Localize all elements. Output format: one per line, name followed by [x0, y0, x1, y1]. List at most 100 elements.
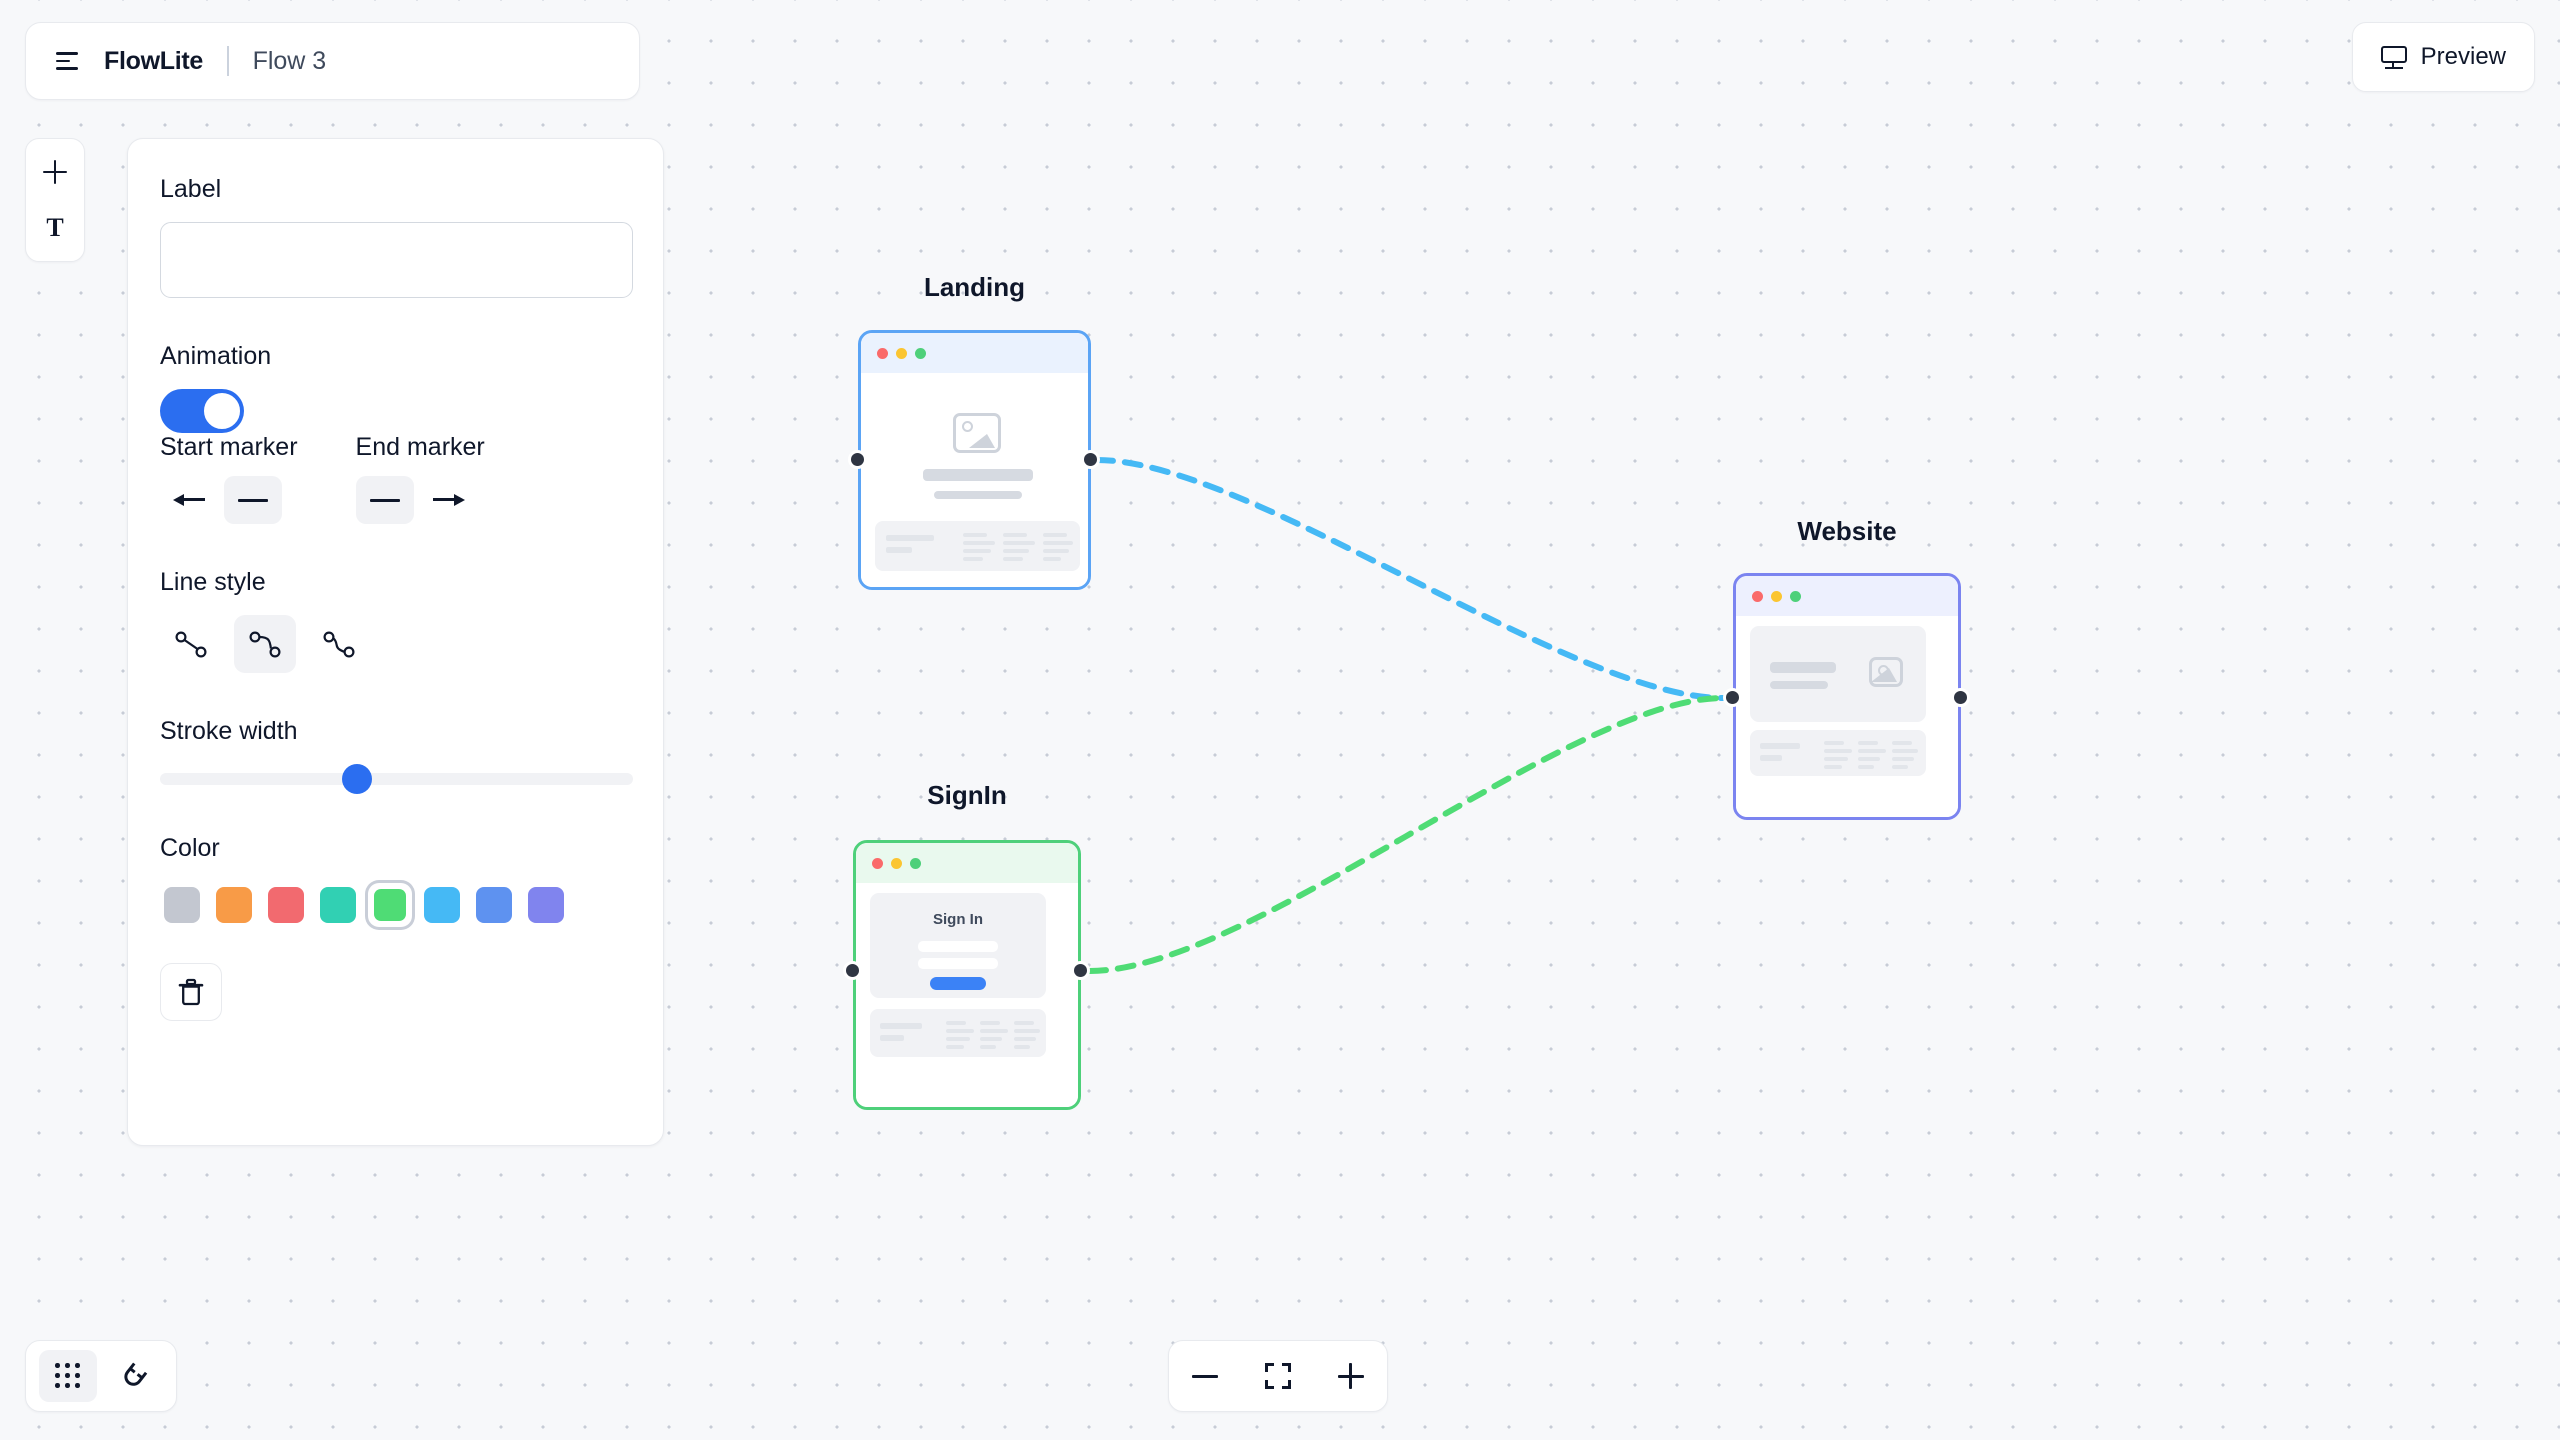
footer-block — [875, 521, 1080, 571]
traffic-light-red-icon — [877, 347, 888, 359]
color-swatch-chip — [216, 887, 252, 923]
color-swatch-blue[interactable] — [472, 883, 516, 927]
line-style-step-option[interactable] — [308, 615, 370, 673]
step-line-icon — [323, 631, 355, 658]
stroke-width-title: Stroke width — [160, 717, 298, 745]
node-body: Sign In — [856, 883, 1078, 1107]
grid-dots-icon — [55, 1363, 81, 1389]
fit-view-button[interactable] — [1252, 1350, 1304, 1402]
text-bar — [923, 469, 1033, 481]
footer-block — [1750, 730, 1926, 776]
color-swatch-green[interactable] — [368, 883, 412, 927]
text-icon: T — [46, 213, 64, 242]
add-node-button[interactable] — [33, 152, 77, 192]
node-titlebar — [1736, 576, 1958, 616]
edge-properties-panel: Label Animation Start marker End marker — [127, 138, 664, 1146]
animation-title: Animation — [160, 342, 272, 370]
color-swatch-chip — [424, 887, 460, 923]
minus-icon — [1192, 1374, 1219, 1378]
color-swatch-chip — [374, 889, 406, 921]
node-handle-landing-left[interactable] — [848, 450, 867, 469]
node-handle-landing-right[interactable] — [1081, 450, 1100, 469]
end-marker-arrow-option[interactable] — [420, 476, 478, 524]
line-style-smooth-option[interactable] — [234, 615, 296, 673]
toggle-snap-button[interactable] — [105, 1350, 163, 1402]
traffic-light-green-icon — [910, 857, 921, 869]
signin-submit-button[interactable] — [930, 977, 986, 990]
preview-button[interactable]: Preview — [2351, 22, 2535, 92]
line-style-straight-option[interactable] — [160, 615, 222, 673]
end-marker-title: End marker — [355, 433, 485, 461]
node-title-signin: SignIn — [927, 780, 1007, 810]
hamburger-icon[interactable] — [56, 51, 82, 71]
footer-block — [870, 1009, 1046, 1057]
magnet-icon — [124, 1362, 148, 1386]
text-bar — [1770, 681, 1828, 689]
node-signin[interactable]: Sign In — [853, 840, 1081, 1110]
app-header: FlowLite Flow 3 — [25, 22, 640, 100]
traffic-light-green-icon — [1790, 590, 1801, 602]
straight-line-icon — [175, 631, 207, 658]
flow-name[interactable]: Flow 3 — [252, 46, 327, 75]
node-handle-signin-left[interactable] — [843, 961, 862, 980]
canvas-options-bar — [25, 1340, 177, 1412]
start-marker-none-option[interactable] — [224, 476, 282, 524]
color-swatch-sky[interactable] — [420, 883, 464, 927]
slider-thumb[interactable] — [341, 764, 372, 794]
image-placeholder-icon — [953, 413, 1001, 453]
smooth-curve-icon — [249, 631, 281, 658]
node-title-landing: Landing — [923, 272, 1026, 302]
start-marker-arrow-option[interactable] — [160, 476, 218, 524]
zoom-controls-bar — [1168, 1340, 1388, 1412]
color-swatch-purple[interactable] — [524, 883, 568, 927]
signin-input-field[interactable] — [918, 958, 998, 969]
traffic-light-yellow-icon — [891, 857, 902, 869]
add-text-button[interactable]: T — [33, 208, 77, 248]
traffic-light-red-icon — [872, 857, 883, 869]
color-swatch-chip — [528, 887, 564, 923]
traffic-light-green-icon — [915, 347, 926, 359]
node-handle-signin-right[interactable] — [1071, 961, 1090, 980]
end-marker-none-option[interactable] — [355, 476, 414, 524]
hero-block — [1750, 626, 1926, 722]
text-bar — [934, 491, 1022, 499]
traffic-light-yellow-icon — [896, 347, 907, 359]
color-swatch-red[interactable] — [264, 883, 308, 927]
traffic-light-red-icon — [1752, 590, 1763, 602]
zoom-in-button[interactable] — [1325, 1350, 1377, 1402]
tool-rail: T — [25, 138, 85, 262]
color-swatch-teal[interactable] — [316, 883, 360, 927]
color-swatch-chip — [320, 887, 356, 923]
color-swatch-orange[interactable] — [212, 883, 256, 927]
node-handle-website-left[interactable] — [1723, 688, 1742, 707]
arrow-right-icon — [432, 490, 465, 510]
node-titlebar — [856, 843, 1078, 883]
text-bar — [1770, 662, 1836, 673]
color-swatch-chip — [268, 887, 304, 923]
toggle-grid-button[interactable] — [39, 1350, 97, 1402]
stroke-width-slider[interactable] — [160, 764, 633, 794]
line-style-title: Line style — [160, 568, 266, 596]
image-placeholder-icon — [1869, 657, 1903, 687]
edge-signin-to-website[interactable] — [1087, 695, 1726, 974]
slider-track — [160, 773, 633, 785]
node-landing[interactable] — [858, 330, 1091, 590]
toggle-knob — [203, 392, 241, 430]
node-handle-website-right[interactable] — [1951, 688, 1970, 707]
signin-form-card: Sign In — [870, 893, 1046, 998]
traffic-light-yellow-icon — [1771, 590, 1782, 602]
label-input[interactable] — [160, 222, 633, 298]
edge-landing-to-website[interactable] — [1094, 457, 1726, 701]
animation-toggle[interactable] — [160, 389, 244, 433]
delete-edge-button[interactable] — [160, 963, 222, 1021]
brand-title: FlowLite — [104, 46, 203, 75]
preview-button-label: Preview — [2420, 43, 2506, 70]
color-title: Color — [160, 834, 220, 862]
zoom-out-button[interactable] — [1179, 1350, 1231, 1402]
color-swatch-chip — [164, 887, 200, 923]
signin-input-field[interactable] — [918, 941, 998, 952]
node-website[interactable] — [1733, 573, 1961, 820]
plus-icon — [1337, 1363, 1364, 1389]
color-swatch-gray[interactable] — [160, 883, 204, 927]
